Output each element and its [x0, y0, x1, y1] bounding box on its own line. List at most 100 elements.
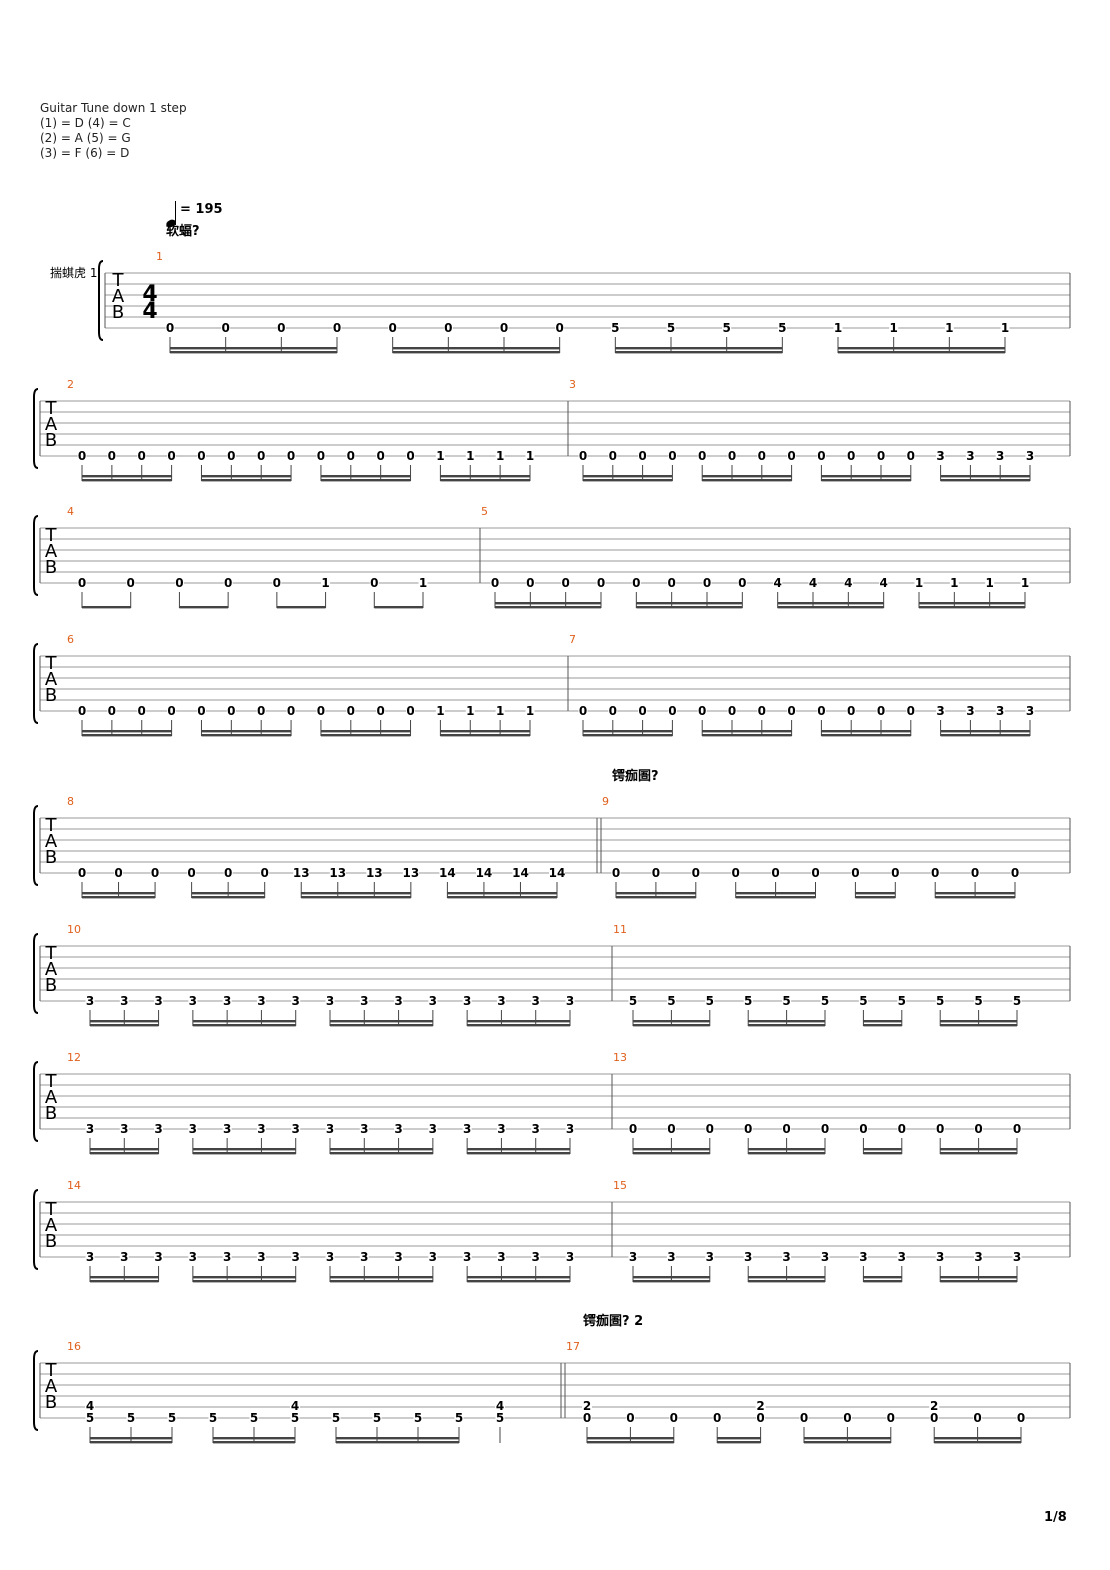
fret-knockout	[985, 576, 995, 588]
fret-number: 3	[257, 994, 265, 1008]
fret-number: 0	[738, 576, 746, 590]
fret-knockout	[325, 1122, 335, 1134]
fret-knockout	[608, 704, 618, 716]
fret-number: 0	[376, 449, 384, 463]
fret-knockout	[119, 1122, 129, 1134]
tab-clef-letter: A	[45, 1215, 58, 1236]
fret-knockout	[188, 994, 198, 1006]
fret-knockout	[782, 1250, 792, 1262]
note-beam	[201, 479, 292, 482]
tuning-line: (1) = D (4) = C	[40, 116, 131, 130]
fret-knockout	[743, 1250, 753, 1262]
fret-number: 3	[463, 1122, 471, 1136]
note-beam	[276, 606, 326, 609]
note-beam	[82, 892, 156, 895]
fret-knockout	[787, 704, 797, 716]
fret-knockout	[499, 321, 509, 333]
fret-number: 0	[108, 449, 116, 463]
note-beam	[192, 1276, 296, 1279]
fret-number: 0	[898, 1122, 906, 1136]
fret-knockout	[846, 704, 856, 716]
fret-knockout	[906, 449, 916, 461]
note-beam	[940, 1020, 1017, 1023]
note-beam	[447, 892, 557, 895]
tab-clef-letter: T	[112, 270, 125, 291]
note-beam	[821, 734, 911, 737]
fret-knockout	[174, 576, 184, 588]
section-marker: 锷痂圄?	[612, 769, 659, 784]
note-beam	[717, 1441, 761, 1444]
fret-knockout	[935, 1250, 945, 1262]
note-beam	[467, 1152, 570, 1155]
note-beam	[192, 1024, 296, 1027]
fret-knockout	[705, 994, 715, 1006]
fret-number: 0	[973, 1411, 981, 1425]
tab-clef-letter: B	[45, 685, 57, 706]
tuning-line: (2) = A (5) = G	[40, 131, 131, 145]
fret-knockout	[462, 1250, 472, 1262]
page-number: 1/8	[1044, 1510, 1067, 1525]
fret-number: 0	[579, 704, 587, 718]
note-beam	[90, 1152, 159, 1155]
note-beam	[821, 730, 911, 733]
fret-number: 5	[86, 1411, 94, 1425]
note-beam	[440, 734, 530, 737]
fret-number: 3	[257, 1250, 265, 1264]
note-beam	[940, 1280, 1017, 1283]
fret-knockout	[850, 866, 860, 878]
note-beam	[336, 1441, 459, 1444]
fret-number: 1	[985, 576, 993, 590]
fret-number: 3	[532, 1122, 540, 1136]
tab-clef-letter: T	[45, 1199, 58, 1220]
note-beam	[702, 734, 792, 737]
fret-number: 0	[175, 576, 183, 590]
note-beam	[440, 730, 530, 733]
fret-knockout	[150, 866, 160, 878]
note-beam	[735, 896, 816, 899]
tab-clef-letter: B	[45, 975, 57, 996]
fret-number: 0	[629, 1122, 637, 1136]
fret-knockout	[126, 1411, 136, 1423]
fret-number: 1	[945, 321, 953, 335]
fret-number: 3	[532, 994, 540, 1008]
fret-number: 0	[626, 1411, 634, 1425]
fret-number: 0	[406, 704, 414, 718]
fret-number: 0	[317, 449, 325, 463]
fret-number: 0	[817, 704, 825, 718]
fret-number: 3	[667, 1250, 675, 1264]
fret-number: 0	[698, 704, 706, 718]
fret-knockout	[321, 576, 331, 588]
fret-knockout	[820, 1250, 830, 1262]
note-beam	[702, 475, 792, 478]
tab-clef-letter: A	[45, 414, 58, 435]
fret-number: 0	[555, 321, 563, 335]
fret-number: 0	[583, 1411, 591, 1425]
fret-knockout	[705, 1250, 715, 1262]
fret-knockout	[406, 704, 416, 716]
fret-knockout	[757, 704, 767, 716]
measure-number: 6	[67, 633, 74, 646]
fret-number: 0	[811, 866, 819, 880]
note-beam	[863, 1148, 902, 1151]
fret-number: 3	[154, 1250, 162, 1264]
note-beam	[636, 602, 743, 605]
fret-number: 0	[224, 866, 232, 880]
fret-knockout	[906, 704, 916, 716]
fret-knockout	[85, 1411, 95, 1423]
fret-knockout	[443, 321, 453, 333]
fret-number: 3	[532, 1250, 540, 1264]
note-beam	[192, 1280, 296, 1283]
fret-knockout	[879, 576, 889, 588]
fret-knockout	[316, 449, 326, 461]
tab-clef-letter: B	[45, 557, 57, 578]
fret-knockout	[669, 1411, 679, 1423]
fret-number: 0	[817, 449, 825, 463]
fret-knockout	[628, 1122, 638, 1134]
fret-number: 0	[728, 704, 736, 718]
fret-number: 0	[771, 866, 779, 880]
fret-number: 3	[936, 449, 944, 463]
fret-knockout	[291, 1122, 301, 1134]
fret-knockout	[107, 449, 117, 461]
note-beam	[940, 1276, 1017, 1279]
note-beam	[179, 606, 229, 609]
